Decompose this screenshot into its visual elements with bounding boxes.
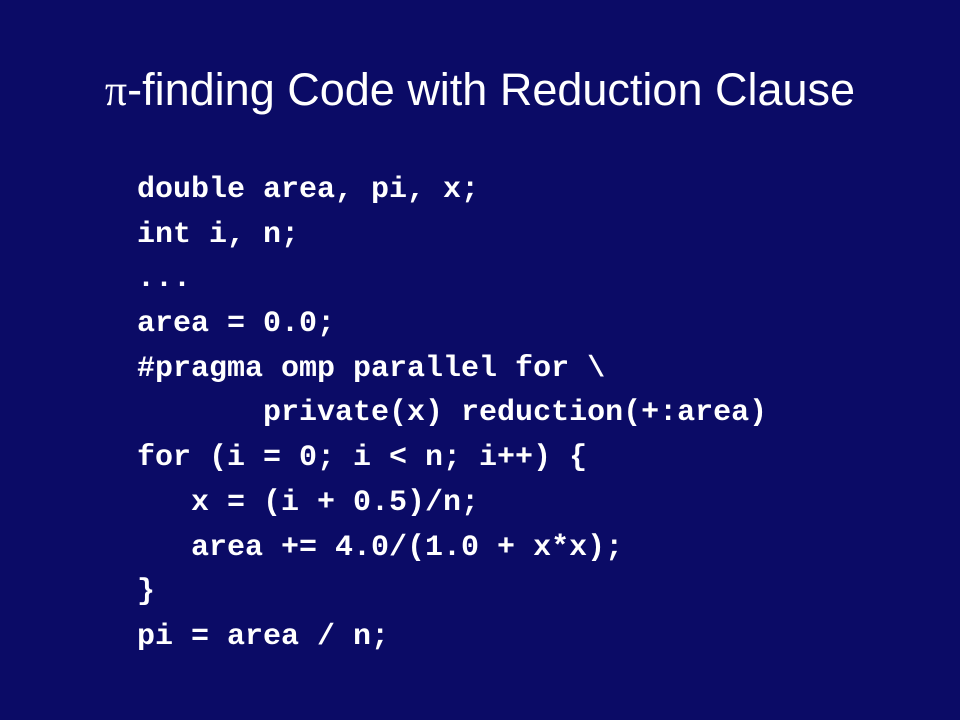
slide-title: π-finding Code with Reduction Clause [0, 62, 960, 119]
code-line: private(x) reduction(+:area) [137, 396, 768, 431]
code-line: x = (i + 0.5)/n; [137, 485, 480, 520]
code-line: #pragma omp parallel for \ [137, 351, 606, 386]
code-line: for (i = 0; i < n; i++) { [137, 441, 588, 476]
code-line: pi = area / n; [137, 619, 390, 654]
code-line: ... [137, 262, 192, 297]
code-line: area += 4.0/(1.0 + x*x); [137, 530, 624, 565]
code-line: int i, n; [137, 217, 300, 252]
code-line: area = 0.0; [137, 307, 336, 342]
pi-symbol: π [104, 66, 128, 115]
code-line: } [137, 575, 156, 610]
title-text: -finding Code with Reduction Clause [127, 64, 856, 115]
code-line: double area, pi, x; [137, 173, 480, 207]
code-block: double area, pi, x; int i, n;... area = 0.… [137, 168, 767, 660]
